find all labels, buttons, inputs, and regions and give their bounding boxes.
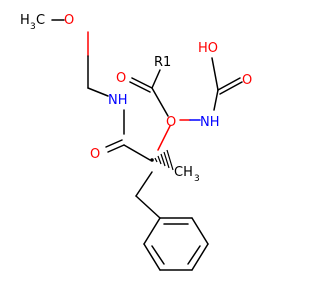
methyl-ch: CH bbox=[174, 165, 193, 180]
bond-oester-cq bbox=[157, 125, 171, 151]
methyl-sub: 3 bbox=[194, 174, 200, 184]
ester-carbonyl-oxygen: O bbox=[116, 71, 126, 86]
bond-ch2-ring bbox=[135, 195, 161, 219]
bonds bbox=[51, 19, 243, 271]
bond-camide-cq bbox=[123, 144, 151, 161]
methyl-ether-h: H bbox=[20, 13, 30, 28]
bond-cester-co-1 bbox=[131, 77, 153, 89]
atom-labels: H 3 C O NH O R1 O O NH HO O CH 3 bbox=[20, 13, 252, 184]
carbamate-hydroxyl: HO bbox=[198, 41, 218, 56]
ether-oxygen: O bbox=[64, 13, 74, 28]
r1-group: R1 bbox=[154, 55, 171, 70]
bond-ccarb-oh bbox=[211, 57, 219, 91]
carbamate-carbonyl-oxygen: O bbox=[242, 73, 252, 88]
bond-ccarb-o-2 bbox=[219, 81, 243, 95]
methyl-ether-c: C bbox=[36, 13, 45, 28]
methyl-ether-sub: 3 bbox=[30, 22, 36, 32]
bond-amide-co-2 bbox=[105, 139, 123, 148]
benzene-ring bbox=[143, 217, 209, 271]
carbamate-nh: NH bbox=[200, 115, 220, 130]
bond-ch2-n bbox=[87, 87, 109, 97]
radical-dot bbox=[150, 158, 154, 162]
bond-cester-oester bbox=[151, 87, 169, 117]
bond-cq-ch2 bbox=[135, 171, 153, 197]
bond-r1-cester bbox=[151, 69, 161, 89]
ester-oxygen: O bbox=[166, 115, 176, 130]
molecule-diagram: H 3 C O NH O R1 O O NH HO O CH 3 bbox=[20, 13, 252, 271]
bond-n-ccarb bbox=[213, 89, 219, 111]
amide-nh: NH bbox=[108, 93, 128, 108]
bond-ccarb-o-1 bbox=[217, 77, 241, 91]
methyl-hashed-wedge bbox=[154, 149, 174, 171]
bond-cester-co-2 bbox=[129, 81, 151, 93]
bond-amide-co-1 bbox=[107, 144, 125, 153]
amide-oxygen: O bbox=[90, 147, 100, 162]
structure-canvas: H 3 C O NH O R1 O O NH HO O CH 3 bbox=[20, 13, 253, 271]
